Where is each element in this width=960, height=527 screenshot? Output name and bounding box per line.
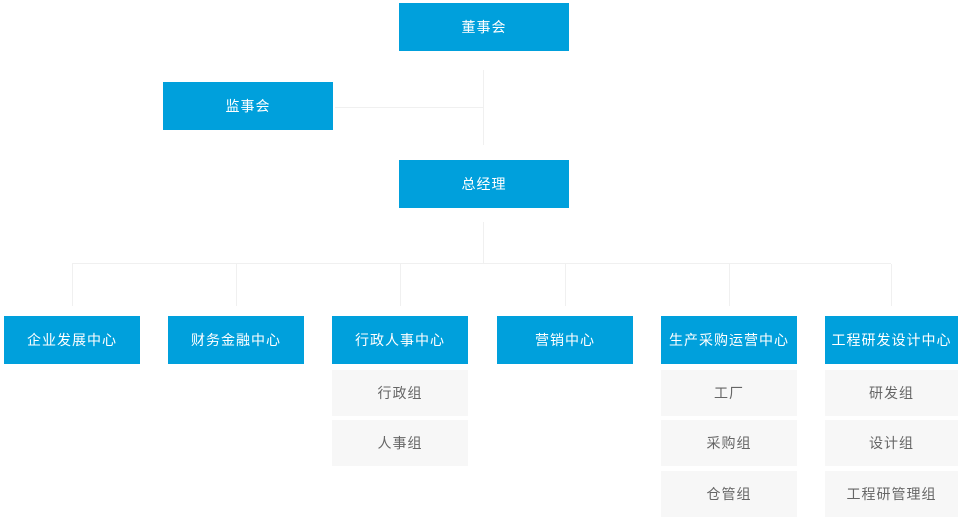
org-node-gm: 总经理 [399, 160, 569, 208]
org-subnode-procurement-group: 采购组 [661, 420, 797, 466]
connector-board-to-gm-line [483, 70, 484, 145]
connector-drop-dept-5 [729, 264, 730, 306]
org-subnode-factory: 工厂 [661, 370, 797, 416]
connector-drop-dept-1 [72, 264, 73, 306]
org-node-dept-finance: 财务金融中心 [168, 316, 304, 364]
org-node-supervisory: 监事会 [163, 82, 333, 130]
org-subnode-engineering-mgmt-group: 工程研管理组 [825, 471, 958, 517]
org-node-dept-engineering-rd: 工程研发设计中心 [825, 316, 958, 364]
org-subnode-admin-group: 行政组 [332, 370, 468, 416]
connector-drop-dept-6 [891, 264, 892, 306]
org-node-dept-admin-hr: 行政人事中心 [332, 316, 468, 364]
org-subnode-hr-group: 人事组 [332, 420, 468, 466]
org-subnode-rd-group: 研发组 [825, 370, 958, 416]
org-subnode-design-group: 设计组 [825, 420, 958, 466]
org-subnode-warehouse-group: 仓管组 [661, 471, 797, 517]
org-node-dept-enterprise-development: 企业发展中心 [4, 316, 140, 364]
connector-spine-line [72, 263, 891, 264]
connector-drop-dept-4 [565, 264, 566, 306]
connector-drop-dept-2 [236, 264, 237, 306]
connector-gm-drop-line [483, 222, 484, 263]
connector-supervisory-branch-line [335, 107, 483, 108]
org-node-dept-marketing: 营销中心 [497, 316, 633, 364]
org-node-board: 董事会 [399, 3, 569, 51]
connector-drop-dept-3 [400, 264, 401, 306]
org-node-dept-production-ops: 生产采购运营中心 [661, 316, 797, 364]
